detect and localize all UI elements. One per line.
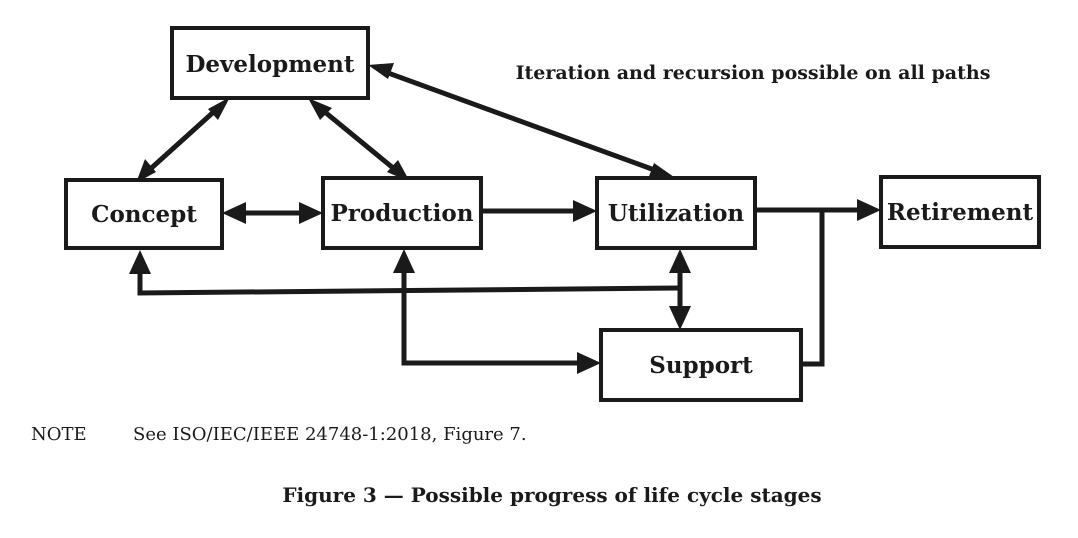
line-support-retirement xyxy=(801,210,825,367)
stage-production-label: Production xyxy=(331,200,474,227)
stage-support-label: Support xyxy=(649,352,753,379)
arrow-development-concept xyxy=(145,106,220,174)
stage-development-label: Development xyxy=(185,51,354,78)
arrowhead-at-concept-from-production xyxy=(222,202,246,224)
arrowhead-at-production-from-support xyxy=(393,249,415,273)
arrowhead-at-concept-from-development xyxy=(136,159,156,183)
arrowhead-at-support-from-utilization xyxy=(669,306,691,330)
stage-development: Development xyxy=(170,26,370,100)
stage-development-box xyxy=(170,26,370,100)
arrowhead-at-retirement xyxy=(857,199,881,221)
stage-support: Support xyxy=(599,328,803,402)
arrowhead-at-production-from-concept xyxy=(299,202,323,224)
stage-production: Production xyxy=(321,176,483,250)
arrowhead-at-utilization-from-below xyxy=(669,249,691,273)
stage-retirement-label: Retirement xyxy=(887,199,1034,226)
arrowhead-at-development-from-production xyxy=(308,98,332,120)
iteration-annotation: Iteration and recursion possible on all … xyxy=(516,62,991,84)
connectors xyxy=(129,63,881,374)
arrowhead-at-concept-from-utilization xyxy=(129,250,151,274)
stage-production-box xyxy=(321,176,483,250)
arrowhead-at-development-from-concept xyxy=(208,97,230,120)
note-text: See ISO/IEC/IEEE 24748-1:2018, Figure 7. xyxy=(133,424,527,445)
stage-concept-label: Concept xyxy=(91,201,197,228)
stage-retirement-box xyxy=(879,175,1041,249)
figure-caption: Figure 3 — Possible progress of life cyc… xyxy=(282,483,821,507)
arrowhead-at-support-from-production xyxy=(577,352,601,374)
stage-utilization-box xyxy=(595,176,757,250)
stage-concept-box xyxy=(64,178,224,250)
arrowhead-at-utilization-from-production xyxy=(573,200,597,222)
arrow-development-utilization xyxy=(379,67,661,175)
stage-retirement: Retirement xyxy=(879,175,1041,249)
stage-concept: Concept xyxy=(64,178,224,250)
arrowhead-at-development-from-utilization xyxy=(368,63,394,79)
note-label: NOTE xyxy=(31,424,87,445)
arrow-development-production xyxy=(318,106,400,174)
arrowhead-at-utilization-from-development xyxy=(648,163,674,179)
stage-support-box xyxy=(599,328,803,402)
stage-utilization: Utilization xyxy=(595,176,757,250)
stage-utilization-label: Utilization xyxy=(608,200,745,227)
arrow-production-support xyxy=(401,261,590,366)
